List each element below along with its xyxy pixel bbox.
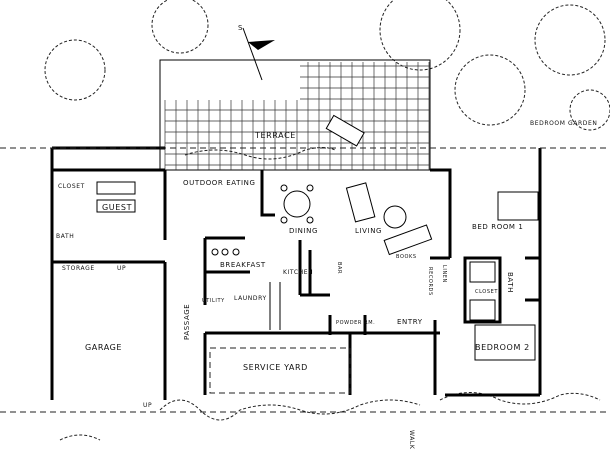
label-garage: GARAGE — [85, 343, 122, 352]
terrace-paving — [159, 59, 431, 171]
label-bath-guest: BATH — [56, 233, 74, 240]
label-closet-guest: CLOSET — [58, 183, 85, 190]
label-bar: BAR — [336, 262, 342, 274]
label-entry: ENTRY — [397, 318, 423, 326]
label-up-outside: UP — [143, 402, 152, 409]
label-outdoor-eating: OUTDOOR EATING — [183, 179, 255, 187]
label-terrace: TERRACE — [254, 131, 296, 140]
label-closet-bath: CLOSET — [475, 289, 498, 295]
label-breakfast: BREAKFAST — [220, 261, 266, 269]
label-walk: WALK — [408, 430, 415, 450]
label-powder-rm: POWDER RM. — [336, 320, 375, 326]
service-yard-outline — [209, 347, 351, 394]
label-storage: STORAGE — [62, 265, 95, 272]
label-utility: UTILITY — [202, 298, 225, 304]
label-service-yard: SERVICE YARD — [243, 363, 308, 372]
label-up-stairs: UP — [117, 265, 126, 272]
north-arrow-icon: S — [238, 24, 275, 81]
svg-text:S: S — [238, 24, 243, 32]
label-kitchen: KITCHEN — [283, 269, 313, 276]
label-bath-main: BATH — [506, 272, 514, 293]
label-guest: GUEST — [102, 203, 132, 212]
furniture — [96, 114, 539, 361]
walls — [50, 146, 542, 400]
label-linen: LINEN — [441, 265, 447, 283]
label-bedroom-garden: BEDROOM GARDEN — [530, 120, 597, 127]
label-bedroom-2: BEDROOM 2 — [475, 343, 530, 352]
label-bedroom-1: BED ROOM 1 — [472, 223, 523, 231]
label-records: RECORDS — [427, 267, 433, 296]
label-laundry: LAUNDRY — [234, 295, 267, 302]
label-dining: DINING — [289, 227, 318, 235]
label-passage: PASSAGE — [183, 304, 191, 340]
label-living: LIVING — [355, 227, 382, 235]
label-books: BOOKS — [396, 254, 417, 260]
